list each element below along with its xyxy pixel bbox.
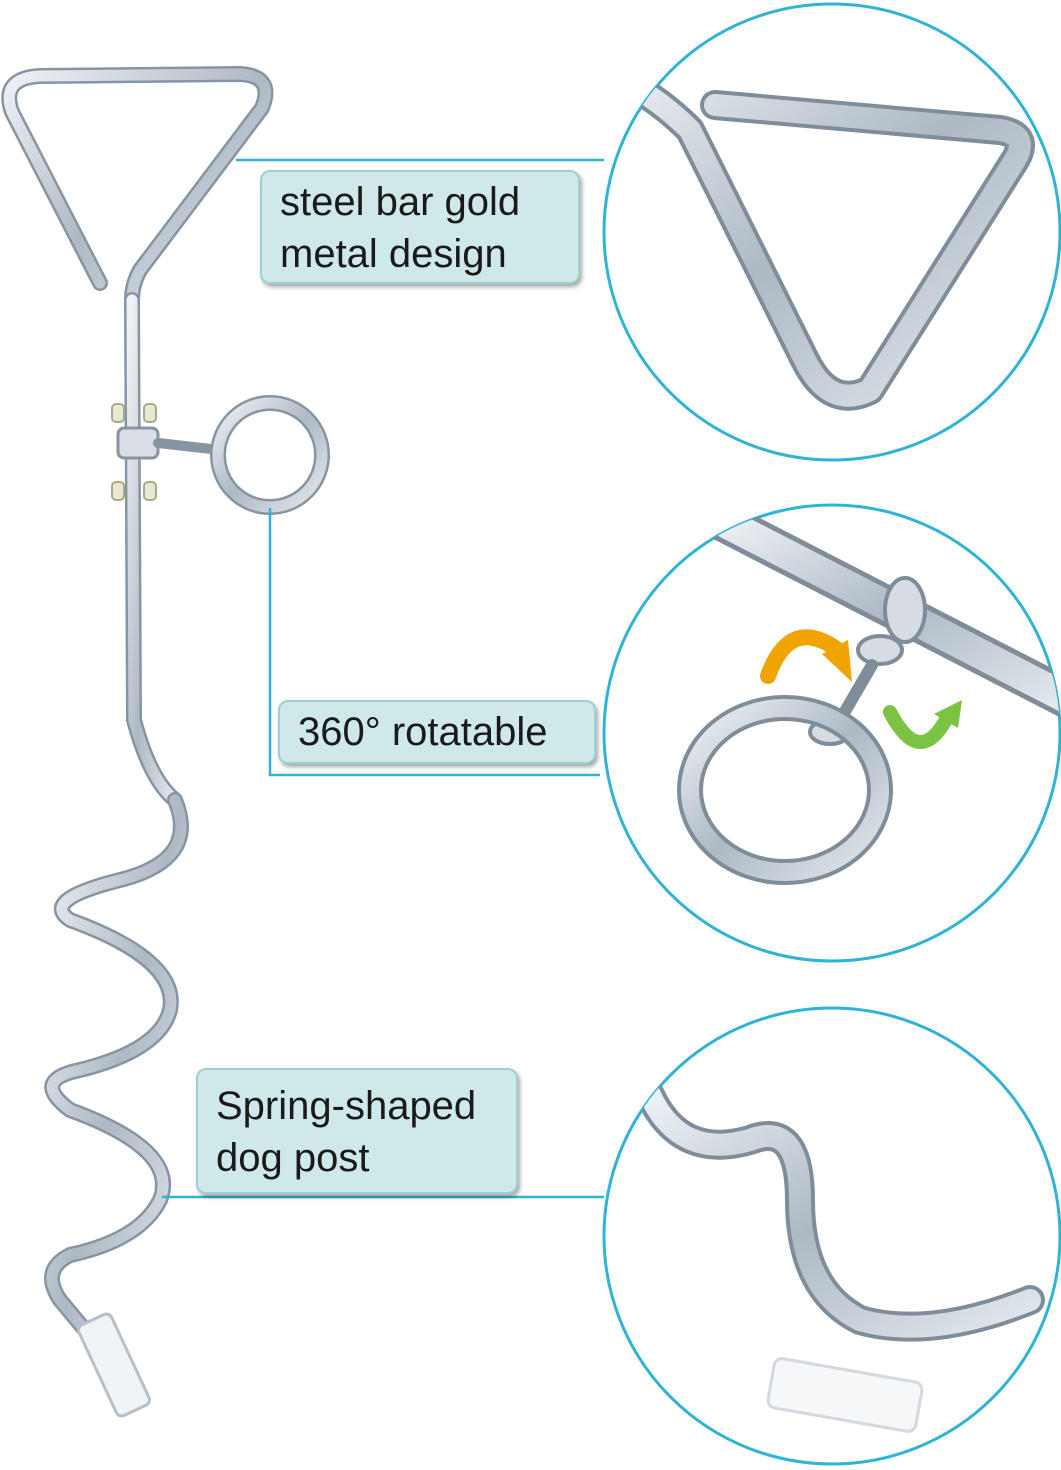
callout-spring-post-line-2: dog post [216,1136,370,1180]
connector-lines [162,158,604,1199]
callout-spring-post: Spring-shaped dog post [196,1068,518,1194]
tie-out-stake [1,66,330,1418]
zoom-circle-swivel [602,503,1061,963]
callout-rotatable-line-1: 360° rotatable [298,710,548,754]
zoom-circle-spiral [602,1006,1061,1466]
callout-steel-bar: steel bar gold metal design [260,170,580,284]
callout-rotatable: 360° rotatable [278,700,596,764]
callout-spring-post-line-1: Spring-shaped [216,1084,477,1128]
rotate-arrow-green-icon [883,705,955,749]
callout-steel-bar-line-2: metal design [280,232,507,276]
callout-steel-bar-line-1: steel bar gold [280,180,521,224]
tip-cap [77,1312,151,1418]
swivel-collar [116,426,160,460]
zoom-circle-handle [602,2,1061,462]
rotate-arrow-orange-icon [760,629,846,684]
